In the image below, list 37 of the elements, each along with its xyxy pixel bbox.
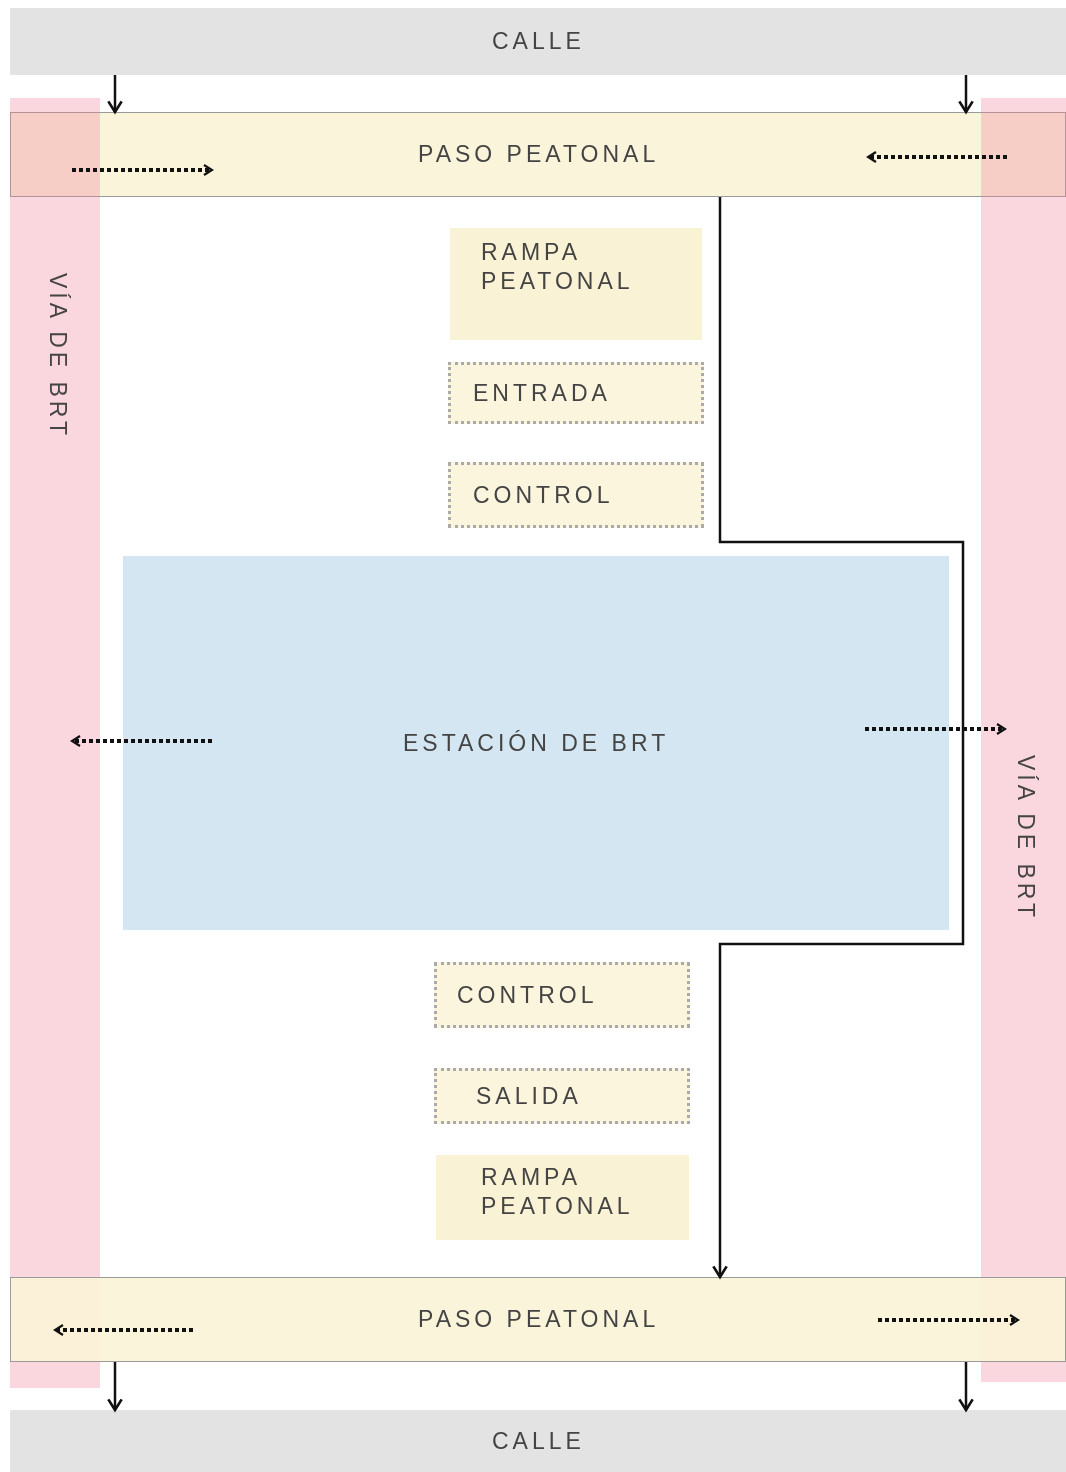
area-label: PASO PEATONAL [418, 1305, 660, 1334]
arrow [958, 1362, 974, 1412]
checkpoint-area [448, 362, 704, 424]
area-label: RAMPA PEATONAL [481, 238, 635, 296]
checkpoint-area [434, 962, 690, 1028]
bus-lane-band [981, 98, 1066, 1382]
arrow [958, 75, 974, 114]
ramp-area [436, 1155, 689, 1240]
crosswalk-band [10, 112, 1066, 197]
area-label: ESTACIÓN DE BRT [403, 729, 670, 758]
area-label: ENTRADA [473, 379, 611, 408]
area-label: CONTROL [457, 981, 598, 1010]
arrow [712, 197, 965, 1279]
dotted-arrow [865, 722, 1007, 736]
street-band [10, 1410, 1066, 1472]
vertical-label: VÍA DE BRT [1012, 755, 1040, 922]
area-label: CALLE [492, 1427, 585, 1456]
vertical-label: VÍA DE BRT [44, 273, 72, 440]
ramp-area [450, 228, 702, 340]
area-label: CALLE [492, 27, 585, 56]
dotted-arrow [70, 734, 212, 748]
dotted-arrow [866, 150, 1007, 164]
area-label: PASO PEATONAL [418, 140, 660, 169]
street-band [10, 8, 1066, 75]
bus-lane-band [10, 98, 100, 1388]
arrow [107, 75, 123, 114]
checkpoint-area [448, 462, 704, 528]
arrow [107, 1362, 123, 1412]
area-label: SALIDA [476, 1082, 582, 1111]
crosswalk-band [10, 1277, 1066, 1362]
dotted-arrow [72, 163, 214, 177]
checkpoint-area [434, 1068, 690, 1124]
dotted-arrow [878, 1313, 1020, 1327]
station-area [123, 556, 949, 930]
dotted-arrow [53, 1323, 193, 1337]
area-label: RAMPA PEATONAL [481, 1163, 635, 1221]
area-label: CONTROL [473, 481, 614, 510]
